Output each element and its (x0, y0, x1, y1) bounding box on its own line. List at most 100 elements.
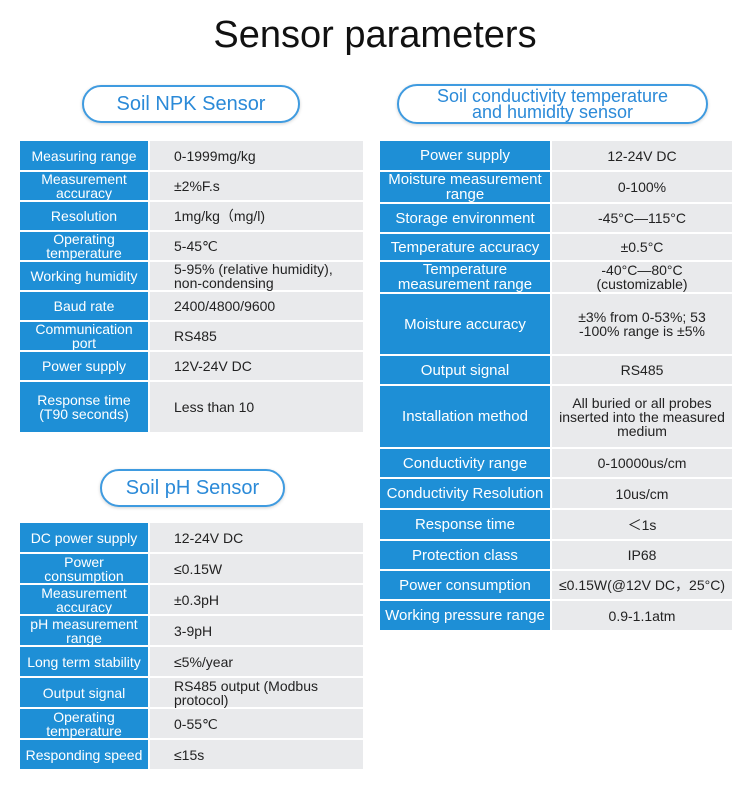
spec-label: Conductivity range (380, 448, 550, 479)
spec-label: Response time (T90 seconds) (20, 381, 148, 434)
spec-value: 0-55℃ (150, 708, 363, 740)
column-divider (148, 201, 150, 232)
column-divider (148, 381, 150, 434)
section-heading-npk: Soil NPK Sensor (82, 85, 300, 123)
section-heading-conductivity: Soil conductivity temperature and humidi… (397, 84, 708, 124)
spec-label: Working pressure range (380, 600, 550, 632)
spec-row: Response time＜1s (380, 509, 732, 541)
spec-label: Output signal (20, 677, 148, 709)
spec-row: Power consumption≤0.15W (20, 553, 363, 585)
spec-row: Response time (T90 seconds)Less than 10 (20, 381, 363, 434)
spec-value: ≤15s (150, 739, 363, 771)
spec-value: ＜1s (552, 509, 732, 541)
spec-label: Temperature accuracy (380, 233, 550, 262)
column-divider (550, 141, 552, 172)
spec-value: 0-10000us/cm (552, 448, 732, 479)
spec-label: Conductivity Resolution (380, 478, 550, 510)
spec-value: ≤5%/year (150, 646, 363, 678)
column-divider (550, 448, 552, 479)
spec-value: RS485 (552, 355, 732, 386)
spec-label: Working humidity (20, 261, 148, 292)
spec-label: Measuring range (20, 141, 148, 172)
spec-value: ≤0.15W (150, 553, 363, 585)
column-divider (148, 615, 150, 647)
column-divider (148, 321, 150, 352)
spec-label: Moisture measurement range (380, 171, 550, 204)
spec-label: Installation method (380, 385, 550, 449)
spec-value: -45°C—115°C (552, 203, 732, 234)
spec-row: Storage environment-45°C—115°C (380, 203, 732, 234)
column-divider (550, 509, 552, 541)
page-title: Sensor parameters (213, 14, 537, 56)
spec-label: Power supply (20, 351, 148, 382)
column-divider (550, 385, 552, 449)
spec-value: IP68 (552, 540, 732, 571)
spec-value: ≤0.15W(@12V DC，25°C) (552, 570, 732, 601)
spec-label: Temperature measurement range (380, 261, 550, 294)
spec-row: Measurement accuracy±0.3pH (20, 584, 363, 616)
spec-label: Measurement accuracy (20, 584, 148, 616)
spec-value: 5-45℃ (150, 231, 363, 262)
spec-value: 12-24V DC (552, 141, 732, 172)
spec-value: 0-100% (552, 171, 732, 204)
spec-value: 1mg/kg（mg/l) (150, 201, 363, 232)
column-divider (148, 351, 150, 382)
column-divider (148, 141, 150, 172)
column-divider (550, 233, 552, 262)
column-divider (148, 584, 150, 616)
spec-label: DC power supply (20, 523, 148, 554)
column-divider (148, 646, 150, 678)
spec-label: Storage environment (380, 203, 550, 234)
spec-value: ±3% from 0-53%; 53 -100% range is ±5% (552, 293, 732, 356)
spec-row: Responding speed≤15s (20, 739, 363, 771)
spec-value: Less than 10 (150, 381, 363, 434)
spec-label: Baud rate (20, 291, 148, 322)
column-divider (550, 600, 552, 632)
spec-label: Output signal (380, 355, 550, 386)
spec-label: Measurement accuracy (20, 171, 148, 202)
column-divider (550, 478, 552, 510)
spec-value: 5-95% (relative humidity), non-condensin… (150, 261, 363, 292)
spec-label: Power supply (380, 141, 550, 172)
column-divider (148, 739, 150, 771)
column-divider (550, 171, 552, 204)
spec-row: Measurement accuracy±2%F.s (20, 171, 363, 202)
spec-label: Power consumption (20, 553, 148, 585)
heading-line-1: Soil conductivity temperature (436, 86, 669, 106)
column-divider (148, 523, 150, 554)
column-divider (148, 231, 150, 262)
spec-label: pH measurement range (20, 615, 148, 647)
spec-label: Moisture accuracy (380, 293, 550, 356)
column-divider (148, 677, 150, 709)
column-divider (550, 570, 552, 601)
spec-value: ±2%F.s (150, 171, 363, 202)
spec-label: Communication port (20, 321, 148, 352)
spec-value: 2400/4800/9600 (150, 291, 363, 322)
spec-value: 12-24V DC (150, 523, 363, 554)
spec-label: Power consumption (380, 570, 550, 601)
column-divider (550, 540, 552, 571)
column-divider (550, 261, 552, 294)
spec-label: Responding speed (20, 739, 148, 771)
spec-label: Operating temperature (20, 708, 148, 740)
column-divider (148, 261, 150, 292)
column-divider (550, 203, 552, 234)
spec-value: 0.9-1.1atm (552, 600, 732, 632)
spec-row: Moisture accuracy±3% from 0-53%; 53 -100… (380, 293, 732, 356)
column-divider (550, 293, 552, 356)
spec-value: ±0.3pH (150, 584, 363, 616)
spec-value: RS485 output (Modbus protocol) (150, 677, 363, 709)
